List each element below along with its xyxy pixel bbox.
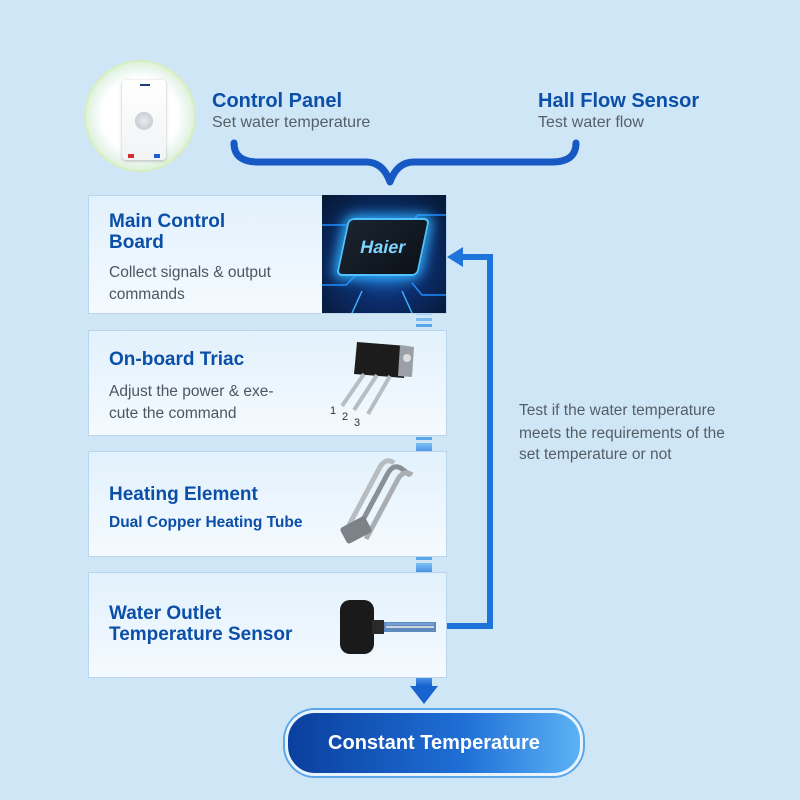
main-control-board-desc-2: commands bbox=[109, 284, 185, 306]
triac-title: On-board Triac bbox=[109, 349, 244, 370]
temperature-sensor-title-2: Temperature Sensor bbox=[109, 624, 292, 645]
chip-icon: Haier bbox=[336, 218, 430, 276]
pin-label-2: 2 bbox=[342, 411, 348, 423]
feedback-text-line-3: set temperature or not bbox=[519, 446, 672, 464]
pin-label-1: 1 bbox=[330, 405, 336, 417]
main-control-board-title-2: Board bbox=[109, 232, 164, 253]
pin-label-3: 3 bbox=[354, 417, 360, 429]
temperature-sensor-image bbox=[334, 598, 444, 658]
triac-component-image: 1 2 3 bbox=[322, 332, 422, 432]
triac-desc-1: Adjust the power & exe- bbox=[109, 381, 274, 403]
feedback-text-line-1: Test if the water temperature bbox=[519, 402, 715, 420]
triac-desc-2: cute the command bbox=[109, 403, 237, 425]
heating-element-title: Heating Element bbox=[109, 484, 258, 505]
main-control-board-desc-1: Collect signals & output bbox=[109, 262, 271, 284]
heating-tube-image bbox=[336, 455, 426, 550]
merge-brace bbox=[234, 143, 576, 182]
feedback-text-line-2: meets the requirements of the bbox=[519, 425, 725, 443]
feedback-loop-line bbox=[445, 257, 490, 626]
main-control-board-title-1: Main Control bbox=[109, 211, 225, 232]
temperature-sensor-title-1: Water Outlet bbox=[109, 603, 221, 624]
heating-element-subtitle: Dual Copper Heating Tube bbox=[109, 514, 302, 532]
constant-temperature-badge: Constant Temperature bbox=[285, 710, 583, 776]
feedback-arrow-head bbox=[447, 247, 463, 267]
